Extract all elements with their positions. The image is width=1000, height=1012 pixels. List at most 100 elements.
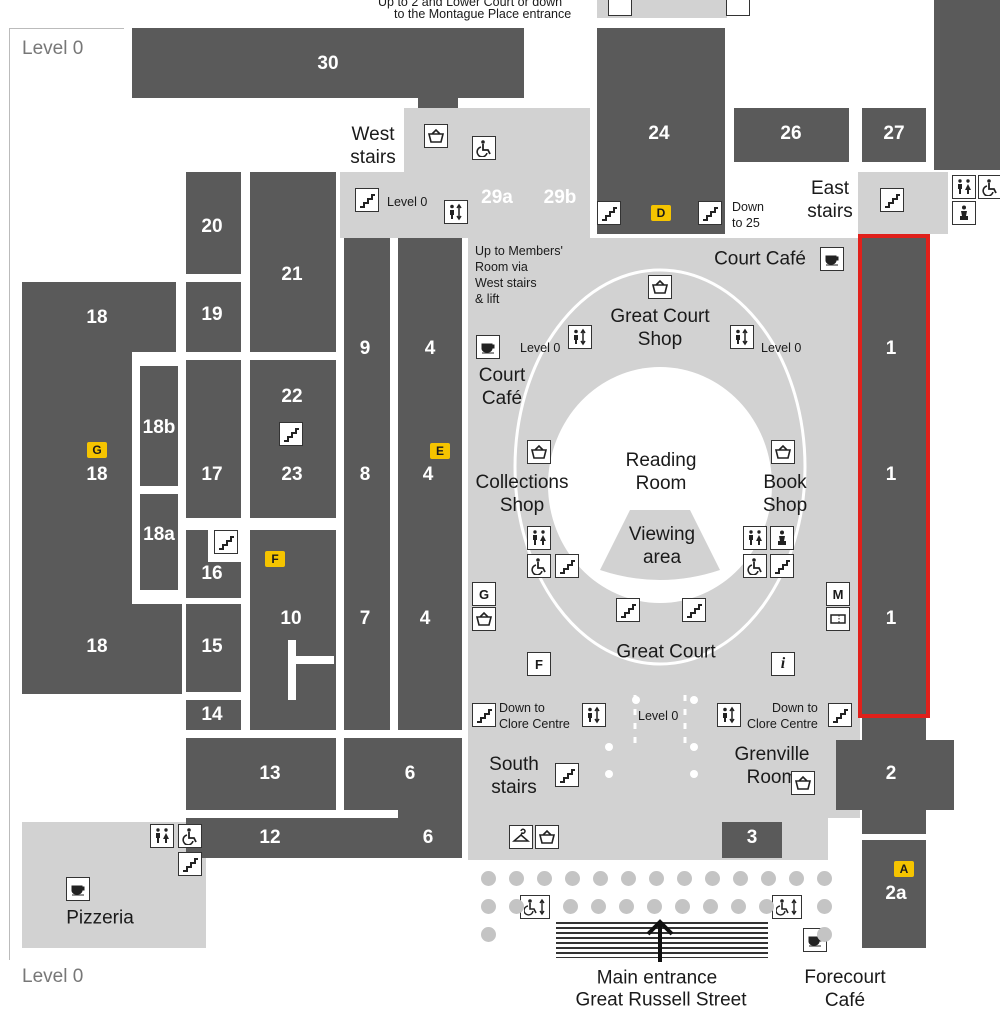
viewing-area-wedge[interactable] [600,510,720,580]
stairs-icon[interactable] [279,422,303,446]
basket-icon[interactable] [527,440,551,464]
wheelchair-icon[interactable] [178,824,202,848]
room-number-29a: 29a [481,187,513,208]
column-dot [817,871,832,886]
court-cafe-ne-label[interactable]: Court Café [714,248,806,270]
coffee-cup-icon[interactable] [820,247,844,271]
pizzeria-label[interactable]: Pizzeria [66,907,134,929]
corridor [336,238,344,738]
column-dot [605,770,613,778]
stairs-icon[interactable] [616,598,640,622]
wheelchair-lift-icon[interactable] [772,895,802,919]
stairs-icon[interactable] [178,852,202,876]
cloakroom-hanger-icon[interactable] [509,825,533,849]
room-6[interactable] [344,738,462,810]
basket-icon[interactable] [472,607,496,631]
stairs-icon[interactable] [555,554,579,578]
corridor [132,352,336,360]
room-18b[interactable] [140,366,178,486]
pizzeria-area[interactable] [22,822,206,948]
stairs-icon[interactable] [555,763,579,787]
group-entrance-g-icon[interactable]: G [472,582,496,606]
lift-icon[interactable] [730,325,754,349]
room-9-8-7[interactable] [344,238,390,730]
stairs-icon[interactable] [770,554,794,578]
room-15[interactable] [186,604,241,692]
basket-icon[interactable] [424,124,448,148]
wheelchair-icon[interactable] [978,175,1000,199]
stairs-icon[interactable] [472,703,496,727]
stairs-icon[interactable] [698,201,722,225]
basket-icon[interactable] [648,275,672,299]
great-court-label[interactable]: Great Court [616,641,716,663]
room-4[interactable] [398,238,462,730]
toilets-icon[interactable] [527,526,551,550]
room-24[interactable] [597,28,725,234]
room-13[interactable] [186,738,336,810]
information-icon[interactable]: i [771,652,795,676]
toilets-accessible-icon[interactable] [150,824,174,848]
room-12[interactable] [186,818,336,858]
corridor [250,518,336,530]
toilets-icon[interactable] [743,526,767,550]
members-m-icon[interactable]: M [826,582,850,606]
column-dot [649,871,664,886]
column-dot [632,696,640,704]
room-number-2a: 2a [885,883,907,904]
room-30[interactable] [132,28,524,98]
room-1[interactable] [862,238,926,714]
lift-icon[interactable] [582,703,606,727]
stairs-icon[interactable] [880,188,904,212]
baby-change-icon[interactable] [770,526,794,550]
room-18a[interactable] [140,494,178,590]
coffee-cup-icon[interactable] [66,877,90,901]
room-10[interactable] [250,530,336,730]
room-2a[interactable] [862,840,926,948]
basket-icon[interactable] [771,440,795,464]
stairs-icon[interactable] [597,201,621,225]
stairs-icon[interactable] [828,703,852,727]
room-14[interactable] [186,700,241,730]
room-1-highlight[interactable] [858,234,930,718]
wheelchair-lift-icon[interactable] [520,895,550,919]
room-21[interactable] [250,172,336,352]
toilets-icon[interactable] [952,175,976,199]
basket-icon[interactable] [791,771,815,795]
lift-icon[interactable] [568,325,592,349]
lift-icon[interactable] [717,703,741,727]
room-6-south[interactable] [398,810,462,858]
room-3[interactable] [722,822,782,858]
stairs-icon[interactable] [355,188,379,212]
column-dot [690,696,698,704]
room-number-18-bot: 18 [86,636,108,657]
stairs-icon[interactable] [682,598,706,622]
room-18-bottom[interactable] [22,604,182,694]
basket-icon[interactable] [535,825,559,849]
coffee-cup-icon[interactable] [476,335,500,359]
ticket-icon[interactable] [826,607,850,631]
lift-icon[interactable] [444,200,468,224]
main-entrance-label[interactable]: Main entrance [596,967,718,989]
family-desk-f-icon[interactable]: F [527,652,551,676]
room-26[interactable] [734,108,849,162]
room-20[interactable] [186,172,241,274]
level-label-top: Level 0 [22,38,84,59]
room-27[interactable] [862,108,926,162]
column-dot [789,871,804,886]
stairs-icon[interactable] [214,530,238,554]
room-18-center[interactable] [68,350,132,620]
wheelchair-icon[interactable] [472,136,496,160]
baby-change-icon[interactable] [952,201,976,225]
wheelchair-icon[interactable] [527,554,551,578]
reading-room-circle[interactable] [548,367,772,603]
wheelchair-icon[interactable] [743,554,767,578]
room-19[interactable] [186,282,241,352]
